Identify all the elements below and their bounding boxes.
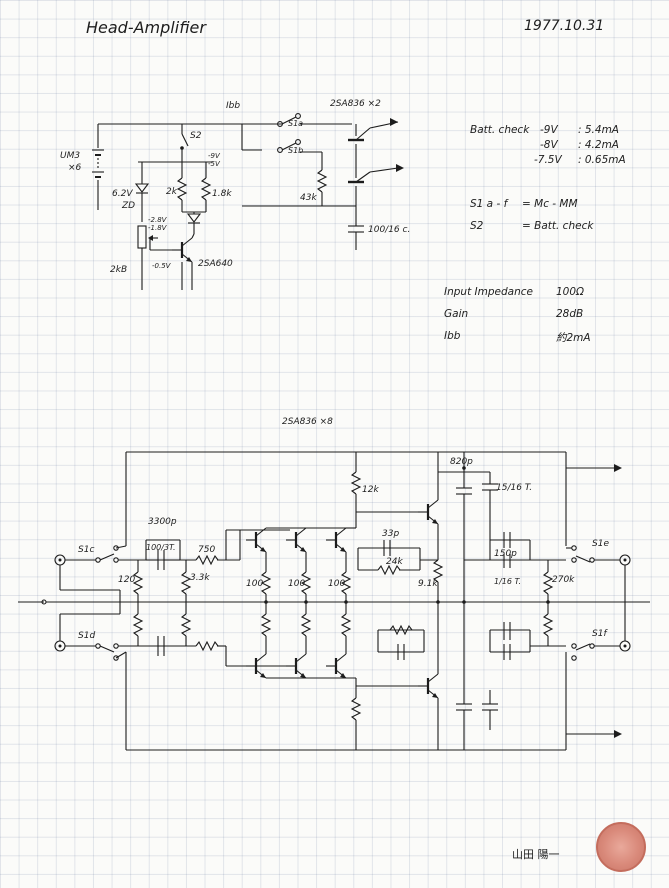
batt-row-3-current: : 0.65mA xyxy=(578,154,626,166)
perf-ibb-name: Ibb xyxy=(444,330,461,342)
cap-100-3t-label: 100/3T. xyxy=(146,543,176,552)
batt-row-3-voltage: -7.5V xyxy=(534,154,562,166)
cap-1-16t-label: 1/16 T. xyxy=(494,577,521,586)
date-label: 1977.10.31 xyxy=(524,18,605,34)
s2-label: S2 xyxy=(470,220,484,232)
battery-label: UM3 xyxy=(60,151,80,161)
batt-row-1-current: : 5.4mA xyxy=(578,124,619,136)
main-amplifier-circuit xyxy=(18,451,650,751)
signature: 山田 陽一 xyxy=(512,848,560,861)
voltage-5v-label: -5V xyxy=(208,160,221,168)
batt-row-1-voltage: -9V xyxy=(540,124,558,136)
pot-2kb-label: 2kB xyxy=(110,265,127,275)
batt-row-2-voltage: -8V xyxy=(540,139,558,151)
switch-s1e-label: S1e xyxy=(592,539,609,549)
pair-transistor-label: 2SA836 ×2 xyxy=(330,99,381,109)
switch-s1a-label: S1a xyxy=(288,119,303,128)
resistor-750-label: 750 xyxy=(198,545,215,555)
resistor-120-label: 120 xyxy=(118,575,135,585)
bias-transistor-label: 2SA640 xyxy=(198,259,233,269)
voltage-1-8v-label: -1.8V xyxy=(148,224,168,232)
batt-row-2-current: : 4.2mA xyxy=(578,139,619,151)
perf-gain-value: 28dB xyxy=(556,308,584,320)
switch-s1d-label: S1d xyxy=(78,631,95,641)
resistor-100-c-label: 100 xyxy=(328,579,345,589)
cap-820p-label: 820p xyxy=(450,457,473,467)
resistor-1-8k-label: 1.8k xyxy=(212,189,232,199)
input-pair-circuit xyxy=(241,113,404,250)
perf-input-impedance-name: Input Impedance xyxy=(444,286,533,298)
cap-15-16t-label: 15/16 T. xyxy=(496,483,532,493)
resistor-270k-label: 270k xyxy=(552,575,575,585)
bias-supply-circuit xyxy=(92,123,282,290)
cap-3300p-label: 3300p xyxy=(148,517,177,527)
amp-transistor-label: 2SA836 ×8 xyxy=(282,417,333,427)
battery-count: ×6 xyxy=(68,163,82,173)
voltage-2-8v-label: -2.8V xyxy=(148,216,168,224)
resistor-12k-label: 12k xyxy=(362,485,379,495)
voltage-0-5v-label: -0.5V xyxy=(152,262,172,270)
s1-label: S1 a - f xyxy=(470,198,508,210)
resistor-24k-label: 24k xyxy=(386,557,403,567)
perf-ibb-value: 約2mA xyxy=(556,332,591,344)
voltage-9v-label: -9V xyxy=(208,152,221,160)
ibb-label: Ibb xyxy=(226,101,240,111)
switch-s1f-label: S1f xyxy=(592,629,608,639)
switch-s1b-label: S1b xyxy=(288,146,303,155)
resistor-43k-label: 43k xyxy=(300,193,317,203)
resistor-100-b-label: 100 xyxy=(288,579,305,589)
cap-150p-label: 150p xyxy=(494,549,517,559)
switch-s2-label: S2 xyxy=(190,131,202,141)
resistor-9-1k-label: 9.1k xyxy=(418,579,438,589)
zener-voltage-label: 6.2V xyxy=(112,189,133,199)
cap-100-16-label: 100/16 c. xyxy=(368,225,410,235)
s2-value: = Batt. check xyxy=(522,220,594,232)
batt-check-label: Batt. check xyxy=(470,124,530,136)
resistor-3-3k-label: 3.3k xyxy=(190,573,210,583)
s1-value: = Mc - MM xyxy=(522,198,578,210)
zener-zd-label: ZD xyxy=(121,201,135,211)
perf-input-impedance-value: 100Ω xyxy=(556,286,585,298)
perf-gain-name: Gain xyxy=(444,308,469,320)
seal-stamp xyxy=(596,822,646,872)
switch-s1c-label: S1c xyxy=(78,545,94,555)
resistor-2k-label: 2k xyxy=(166,187,178,197)
page-title: Head-Amplifier xyxy=(86,18,206,37)
resistor-100-a-label: 100 xyxy=(246,579,263,589)
cap-33p-label: 33p xyxy=(382,529,399,539)
